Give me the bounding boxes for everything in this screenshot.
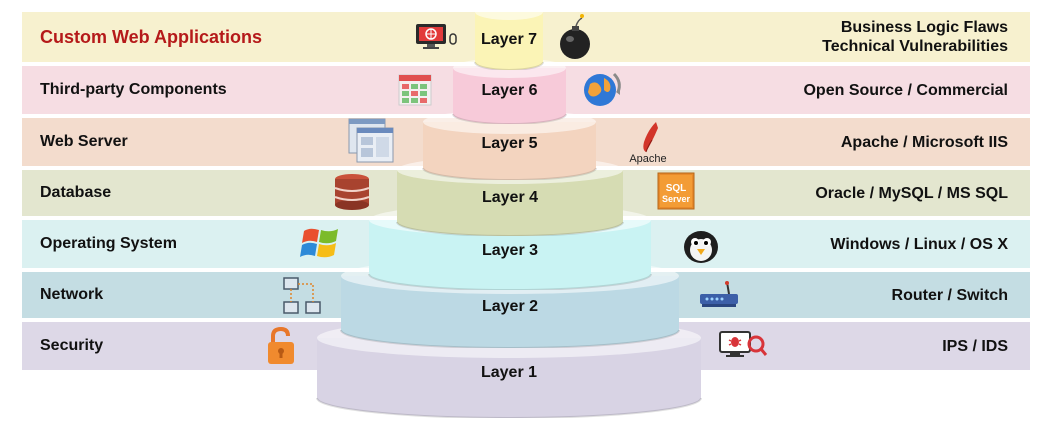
tier-label: Layer 1: [480, 364, 538, 381]
bug-scan-icon: [719, 331, 768, 357]
tier-label: Layer 4: [481, 189, 539, 206]
network-computers-icon: [283, 277, 321, 314]
lock-icon: [268, 326, 294, 364]
tier-label: Layer 6: [481, 82, 538, 99]
layer-examples: Router / Switch: [892, 286, 1008, 305]
apache-feather-icon: Apache: [629, 122, 667, 165]
layer-example-line: Technical Vulnerabilities: [822, 38, 1008, 55]
sql-text: SQL: [666, 183, 687, 194]
windows-logo-icon: [300, 228, 338, 258]
pyramid-tier: Layer 7: [474, 4, 544, 71]
server-windows-icon: [348, 118, 394, 163]
tier-label: Layer 7: [480, 31, 538, 48]
tier-label: Layer 3: [481, 242, 539, 259]
router-icon: [700, 281, 738, 307]
database-icon: [334, 174, 370, 210]
layer-category-label: Operating System: [40, 235, 177, 252]
layer-example-line: IPS / IDS: [942, 337, 1008, 355]
linux-penguin-icon: [684, 231, 718, 263]
layer-example-line: Router / Switch: [891, 286, 1008, 304]
layer-example-line: Open Source / Commercial: [803, 81, 1008, 99]
bomb-icon: [560, 14, 590, 59]
layer-category-label: Web Server: [40, 133, 128, 150]
layer-example-line: Business Logic Flaws: [840, 19, 1008, 36]
layer-examples: Oracle / MySQL / MS SQL: [815, 184, 1008, 203]
layer-example-line: Oracle / MySQL / MS SQL: [815, 184, 1008, 202]
sql-server-icon: SQL Server: [657, 172, 695, 210]
layer-category-label: Third-party Components: [40, 81, 227, 98]
layer-category-label: Database: [40, 184, 112, 201]
component-grid-icon: [398, 74, 432, 106]
layer-category-label: Network: [40, 286, 104, 303]
layer-examples: Apache / Microsoft IIS: [841, 133, 1008, 152]
layer-example-line: Windows / Linux / OS X: [830, 235, 1008, 253]
layer-examples: IPS / IDS: [942, 337, 1008, 356]
apache-text: Apache: [629, 153, 666, 165]
globe-refresh-icon: [584, 72, 621, 106]
layer-examples: Windows / Linux / OS X: [830, 235, 1008, 254]
monitor-globe-icon: [416, 24, 457, 49]
tier-label: Layer 2: [481, 298, 539, 315]
sql-server-text: Server: [662, 194, 691, 204]
layer-category-label: Custom Web Applications: [40, 26, 263, 47]
tier-label: Layer 5: [481, 135, 538, 152]
layer-example-line: Apache / Microsoft IIS: [840, 133, 1008, 151]
layer-examples: Open Source / Commercial: [803, 81, 1008, 100]
layer-category-label: Security: [40, 337, 104, 354]
